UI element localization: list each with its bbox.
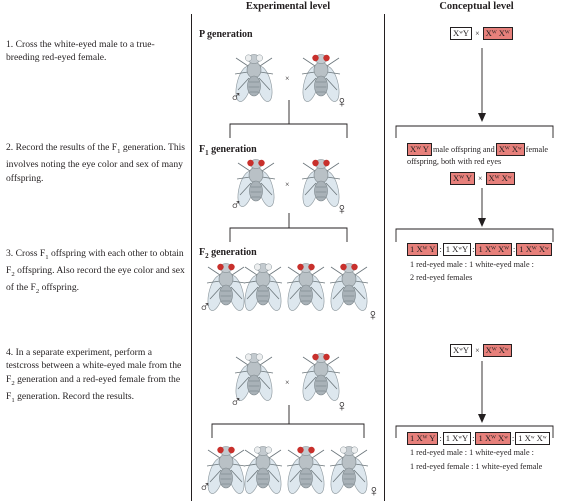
fly-tc-offspring-male-white-eyed: [241, 446, 285, 496]
genotype-white-male: XʷY: [450, 27, 473, 40]
fly-tc-female-red-eyed: [299, 353, 343, 403]
male-symbol: ♂: [199, 299, 211, 316]
step-2: 2. Record the results of the F1 generati…: [6, 142, 186, 184]
genotype-white-male: XʷY: [450, 344, 473, 357]
female-symbol: ♀: [336, 398, 348, 415]
conceptual-p-cross: XʷY × Xᵂ Xᵂ: [450, 27, 513, 40]
f1-result-line-1: Xᵂ Y male offspring and Xᵂ Xʷ female: [407, 143, 548, 156]
header-experimental: Experimental level: [245, 1, 331, 12]
male-symbol: ♂: [230, 394, 242, 411]
fly-tc-offspring-male-red-eyed: [204, 446, 248, 496]
conceptual-connectors: [395, 48, 554, 438]
fly-f2-male-white-eyed: [241, 263, 285, 313]
genotype-white-male: 1 XʷY: [442, 432, 472, 445]
fly-tc-offspring-female-white-eyed: [327, 446, 371, 496]
female-symbol: ♀: [336, 94, 348, 111]
step-1: 1. Cross the white-eyed male to a true-b…: [6, 39, 155, 64]
conceptual-testcross: XʷY × Xᵂ Xʷ: [450, 344, 512, 357]
step-4: 4. In a separate experiment, perform a t…: [6, 347, 182, 404]
conceptual-f1-cross: Xᵂ Y × Xᵂ Xʷ: [450, 172, 515, 185]
conceptual-arrowheads: [478, 113, 486, 423]
male-symbol: ♂: [230, 89, 242, 106]
cross-symbol: ×: [478, 174, 483, 183]
cross-symbol: ×: [285, 74, 290, 83]
testcross-ratio-line-1: 1 red-eyed male : 1 white-eyed male :: [410, 448, 534, 457]
male-symbol: ♂: [230, 197, 242, 214]
label-p-generation: P generation: [199, 29, 253, 40]
step-3: 3. Cross F1 offspring with each other to…: [6, 248, 185, 296]
label-f1-generation: F1 generation: [199, 144, 257, 157]
genotype-red-female: 1 Xᵂ Xᵂ: [475, 243, 513, 256]
genotype-hetero-female: Xᵂ Xʷ: [485, 172, 515, 185]
female-symbol: ♀: [368, 483, 380, 500]
female-symbol: ♀: [367, 307, 379, 324]
male-symbol: ♂: [199, 479, 211, 496]
f2-ratio-line-1: 1 red-eyed male : 1 white-eyed male :: [410, 260, 534, 269]
f1-result-line-2: offspring, both with red eyes: [407, 157, 502, 166]
cross-symbol: ×: [285, 378, 290, 387]
divider-left: [191, 14, 192, 501]
fly-f2-male-red-eyed: [204, 263, 248, 313]
fly-f2-female-red-eyed-1: [284, 263, 328, 313]
testcross-ratio-line-2: 1 red-eyed female : 1 white-eyed female: [410, 462, 543, 471]
fly-f2-female-red-eyed-2: [327, 263, 371, 313]
testcross-genotype-row: 1 Xᵂ Y : 1 XʷY : 1 Xᵂ Xʷ : 1 Xʷ Xʷ: [407, 432, 550, 445]
bracket-p-to-f1: [229, 100, 348, 138]
genotype-red-female: Xᵂ Xᵂ: [482, 27, 513, 40]
genotype-hetero-female: 1 Xᵂ Xʷ: [475, 432, 511, 445]
f2-ratio-line-2: 2 red-eyed females: [410, 273, 473, 282]
bracket-f1-to-f2: [229, 213, 348, 242]
genotype-white-male: 1 XʷY: [442, 243, 472, 256]
bracket-testcross: [211, 405, 365, 438]
genotype-red-male: Xᵂ Y: [407, 143, 433, 156]
divider-right: [384, 14, 385, 501]
genotype-hetero-female: Xᵂ Xʷ: [495, 143, 525, 156]
label-f2-generation: F2 generation: [199, 247, 257, 260]
genotype-red-male: 1 Xᵂ Y: [407, 432, 439, 445]
genotype-hetero-female: Xᵂ Xʷ: [482, 344, 512, 357]
header-conceptual: Conceptual level: [439, 1, 514, 12]
cross-symbol: ×: [475, 29, 480, 38]
cross-symbol: ×: [285, 180, 290, 189]
genotype-red-male: Xᵂ Y: [450, 172, 476, 185]
fly-tc-offspring-female-red-eyed: [284, 446, 328, 496]
female-symbol: ♀: [336, 201, 348, 218]
genotype-white-female: 1 Xʷ Xʷ: [515, 432, 550, 445]
f2-genotype-row: 1 Xᵂ Y : 1 XʷY : 1 Xᵂ Xᵂ : 1 Xᵂ Xʷ: [407, 243, 552, 256]
cross-symbol: ×: [475, 346, 480, 355]
genotype-red-male: 1 Xᵂ Y: [407, 243, 439, 256]
genotype-hetero-female: 1 Xᵂ Xʷ: [516, 243, 552, 256]
